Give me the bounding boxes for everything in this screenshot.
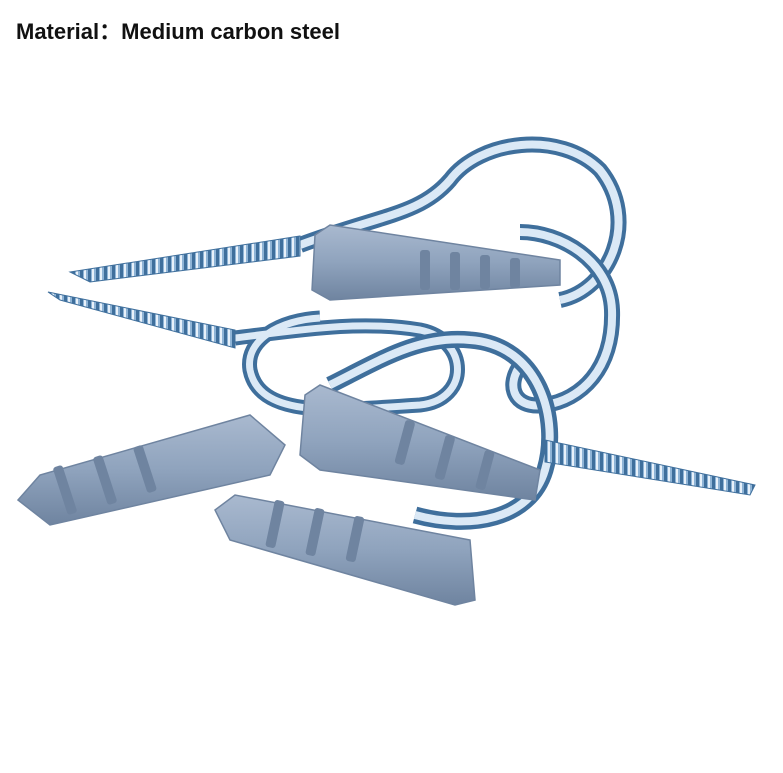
- material-caption: Material：Medium carbon steel: [16, 19, 340, 44]
- cup-hook-lower: [326, 330, 756, 530]
- cup-hook-right: [505, 224, 621, 414]
- eye-screw-upper: [68, 136, 627, 308]
- plastic-anchor-middle: [299, 384, 541, 501]
- eye-screw-middle: [47, 291, 465, 417]
- plastic-anchor-left: [16, 414, 286, 526]
- plastic-anchor-top: [311, 224, 561, 301]
- plastic-anchor-bottom: [214, 494, 476, 606]
